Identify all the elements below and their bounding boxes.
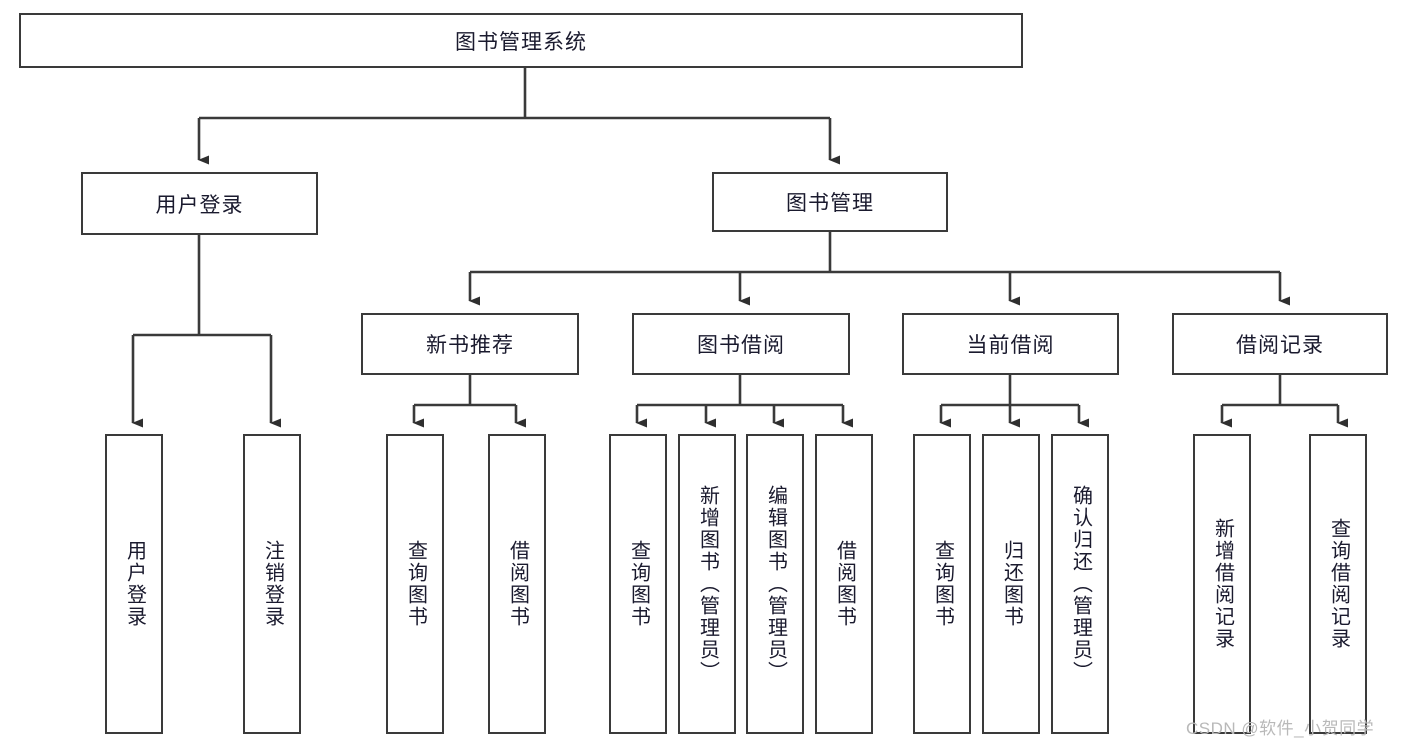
leaf-borrow-edit-book-admin[interactable]: 编辑图书（管理员） xyxy=(746,434,804,734)
node-label: 新增图书（管理员） xyxy=(696,485,719,683)
node-label: 借阅记录 xyxy=(1236,334,1324,357)
node-label: 用户登录 xyxy=(123,540,146,628)
leaf-borrow-query-book[interactable]: 查询图书 xyxy=(609,434,667,734)
leaf-borrow-add-book-admin[interactable]: 新增图书（管理员） xyxy=(678,434,736,734)
leaf-user-login-logout[interactable]: 注销登录 xyxy=(243,434,301,734)
node-label: 图书管理系统 xyxy=(455,30,587,54)
node-label: 新增借阅记录 xyxy=(1211,518,1234,650)
leaf-record-query-record[interactable]: 查询借阅记录 xyxy=(1309,434,1367,734)
node-label: 借阅图书 xyxy=(506,540,529,628)
node-label: 图书借阅 xyxy=(697,334,785,357)
node-book-management[interactable]: 图书管理 xyxy=(712,172,948,232)
leaf-record-add-record[interactable]: 新增借阅记录 xyxy=(1193,434,1251,734)
leaf-user-login-login[interactable]: 用户登录 xyxy=(105,434,163,734)
leaf-current-confirm-return-admin[interactable]: 确认归还（管理员） xyxy=(1051,434,1109,734)
node-label: 确认归还（管理员） xyxy=(1069,485,1092,683)
node-current-borrow[interactable]: 当前借阅 xyxy=(902,313,1119,375)
node-label: 借阅图书 xyxy=(833,540,856,628)
node-root-system[interactable]: 图书管理系统 xyxy=(19,13,1023,68)
node-label: 查询图书 xyxy=(627,540,650,628)
node-label: 图书管理 xyxy=(786,192,874,215)
node-label: 查询图书 xyxy=(931,540,954,628)
node-label: 查询图书 xyxy=(404,540,427,628)
node-label: 归还图书 xyxy=(1000,540,1023,628)
leaf-current-query-book[interactable]: 查询图书 xyxy=(913,434,971,734)
node-label: 用户登录 xyxy=(155,193,244,217)
leaf-current-return-book[interactable]: 归还图书 xyxy=(982,434,1040,734)
node-book-borrow[interactable]: 图书借阅 xyxy=(632,313,850,375)
leaf-borrow-borrow-book[interactable]: 借阅图书 xyxy=(815,434,873,734)
node-label: 注销登录 xyxy=(261,540,284,628)
node-label: 编辑图书（管理员） xyxy=(764,485,787,683)
node-new-book-recommend[interactable]: 新书推荐 xyxy=(361,313,579,375)
node-borrow-record[interactable]: 借阅记录 xyxy=(1172,313,1388,375)
node-label: 当前借阅 xyxy=(966,334,1055,357)
node-label: 新书推荐 xyxy=(426,334,514,357)
node-label: 查询借阅记录 xyxy=(1327,518,1350,650)
leaf-recommend-borrow-book[interactable]: 借阅图书 xyxy=(488,434,546,734)
leaf-recommend-query-book[interactable]: 查询图书 xyxy=(386,434,444,734)
node-user-login[interactable]: 用户登录 xyxy=(81,172,318,235)
